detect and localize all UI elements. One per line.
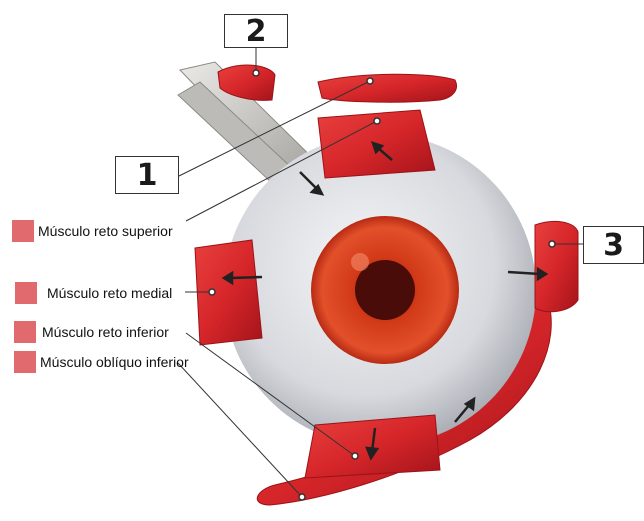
legend-item-inferior-oblique: Músculo oblíquo inferior [14,351,189,373]
legend-label: Músculo reto superior [38,223,173,239]
label-number-1: 1 [137,158,158,193]
label-box-1: 1 [115,156,179,194]
legend-swatch [14,351,36,373]
legend-swatch [15,282,37,304]
label-box-3: 3 [583,226,644,264]
legend-item-superior-rectus: Músculo reto superior [12,220,173,242]
legend-label: Músculo reto medial [47,285,172,301]
label-number-2: 2 [246,14,267,49]
iris-highlight [351,253,369,271]
superior-rectus-detached [318,74,457,102]
label-box-2: 2 [224,14,288,48]
legend-item-inferior-rectus: Músculo reto inferior [14,321,169,343]
label-number-3: 3 [603,228,624,263]
legend-label: Músculo reto inferior [42,324,169,340]
lateral-rectus-muscle [535,221,578,311]
legend-label: Músculo oblíquo inferior [40,354,189,370]
legend-swatch [14,321,36,343]
legend-item-medial-rectus: Músculo reto medial [15,282,172,304]
legend-swatch [12,220,34,242]
